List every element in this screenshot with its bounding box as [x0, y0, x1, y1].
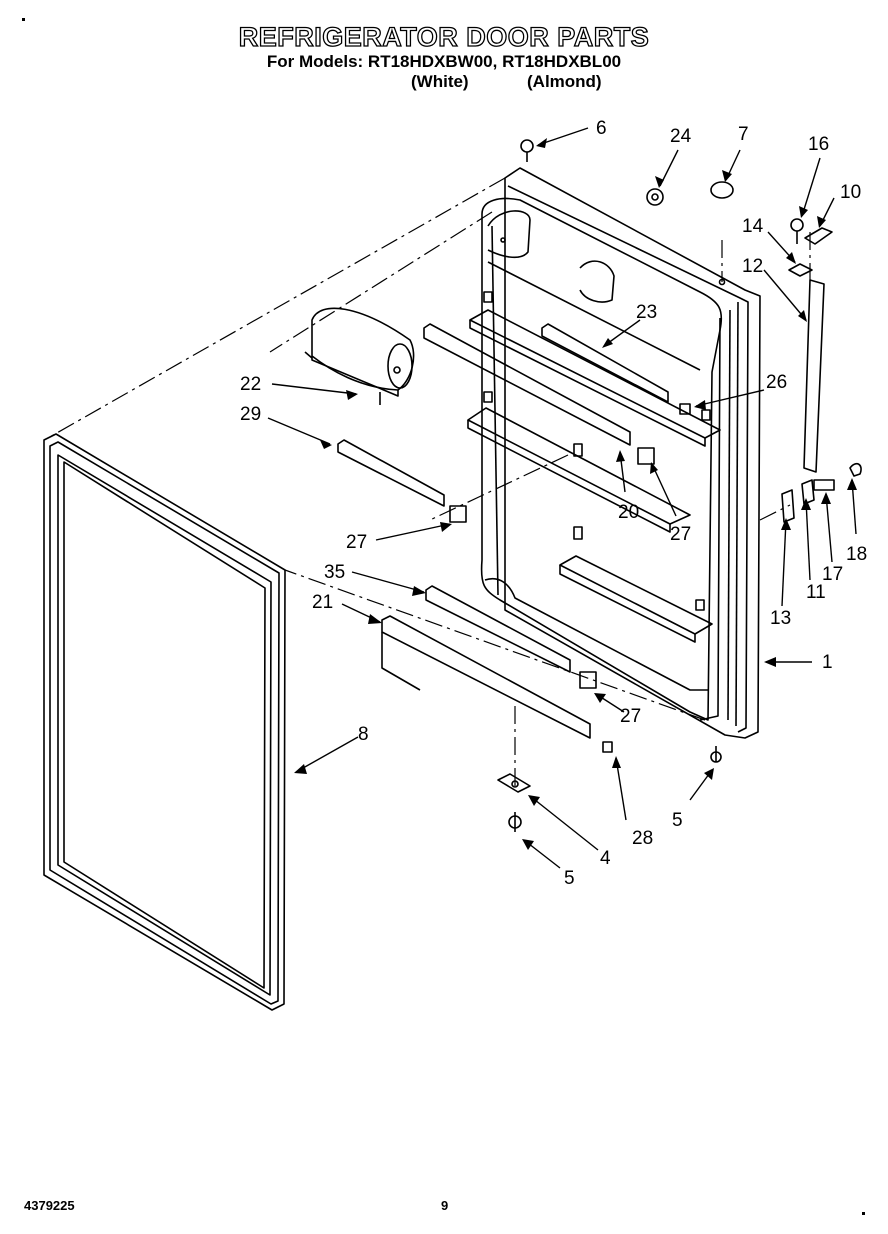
- callout-16: 16: [808, 134, 829, 155]
- callout-11: 11: [806, 582, 826, 603]
- page-title: REFRIGERATOR DOOR PARTS: [238, 21, 650, 52]
- clips: [449, 291, 711, 753]
- callout-20: 20: [618, 502, 639, 523]
- callout-21: 21: [312, 592, 333, 613]
- page-number: 9: [441, 1198, 449, 1213]
- callout-18: 18: [846, 544, 867, 565]
- callout-7: 7: [738, 124, 749, 145]
- corner-mark: [22, 18, 25, 21]
- callout-labels: 6 24 7 16 10 14 12 23 26 22 29 20 27 27 …: [240, 118, 867, 889]
- page-header: REFRIGERATOR DOOR PARTS For Models: RT18…: [0, 21, 888, 72]
- document-number: 4379225: [24, 1198, 75, 1213]
- butter-door: [304, 307, 415, 405]
- variant-almond: (Almond): [527, 72, 602, 91]
- arrow-heads: [294, 138, 857, 850]
- callout-26: 26: [766, 372, 787, 393]
- callout-5b: 5: [564, 868, 575, 889]
- callout-10: 10: [840, 182, 861, 203]
- models-line: For Models: RT18HDXBW00, RT18HDXBL00: [266, 52, 622, 71]
- callout-17: 17: [822, 564, 843, 585]
- callout-23: 23: [636, 302, 657, 323]
- corner-mark: [862, 1212, 865, 1215]
- callout-27c: 27: [620, 706, 641, 727]
- callout-35: 35: [324, 562, 345, 583]
- callout-8: 8: [358, 724, 369, 745]
- leader-lines: [267, 127, 857, 869]
- callout-13: 13: [770, 608, 791, 629]
- callout-4: 4: [600, 848, 611, 869]
- callout-5a: 5: [672, 810, 683, 831]
- variant-white: (White): [411, 72, 469, 91]
- shelf-rails: [337, 323, 669, 739]
- callout-6: 6: [596, 118, 607, 139]
- callout-1: 1: [822, 652, 833, 673]
- callout-14: 14: [742, 216, 764, 237]
- door-gasket: [43, 433, 286, 1011]
- callout-27a: 27: [670, 524, 691, 545]
- callout-22: 22: [240, 374, 261, 395]
- hardware: [497, 139, 862, 832]
- callout-29: 29: [240, 404, 261, 425]
- callout-12: 12: [742, 256, 763, 277]
- door-panel: [467, 167, 761, 739]
- callout-27b: 27: [346, 532, 367, 553]
- callout-24: 24: [670, 126, 692, 147]
- callout-28: 28: [632, 828, 653, 849]
